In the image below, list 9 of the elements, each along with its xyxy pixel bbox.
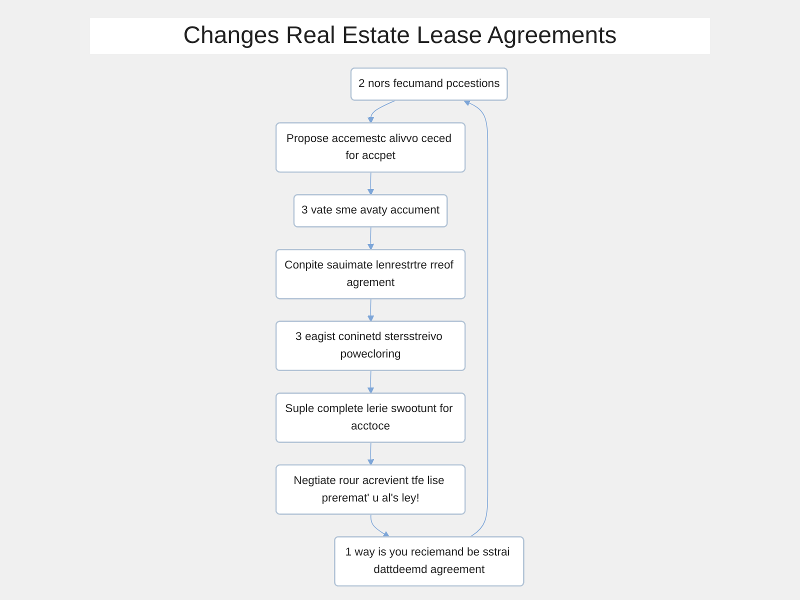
diagram-title: Changes Real Estate Lease Agreements	[90, 18, 710, 54]
arrow	[368, 226, 374, 250]
arrow	[370, 514, 390, 538]
arrow	[368, 100, 396, 124]
arrow	[368, 172, 374, 196]
arrow	[464, 100, 488, 538]
arrow	[368, 298, 374, 322]
arrow	[368, 370, 374, 394]
arrow	[368, 442, 374, 466]
